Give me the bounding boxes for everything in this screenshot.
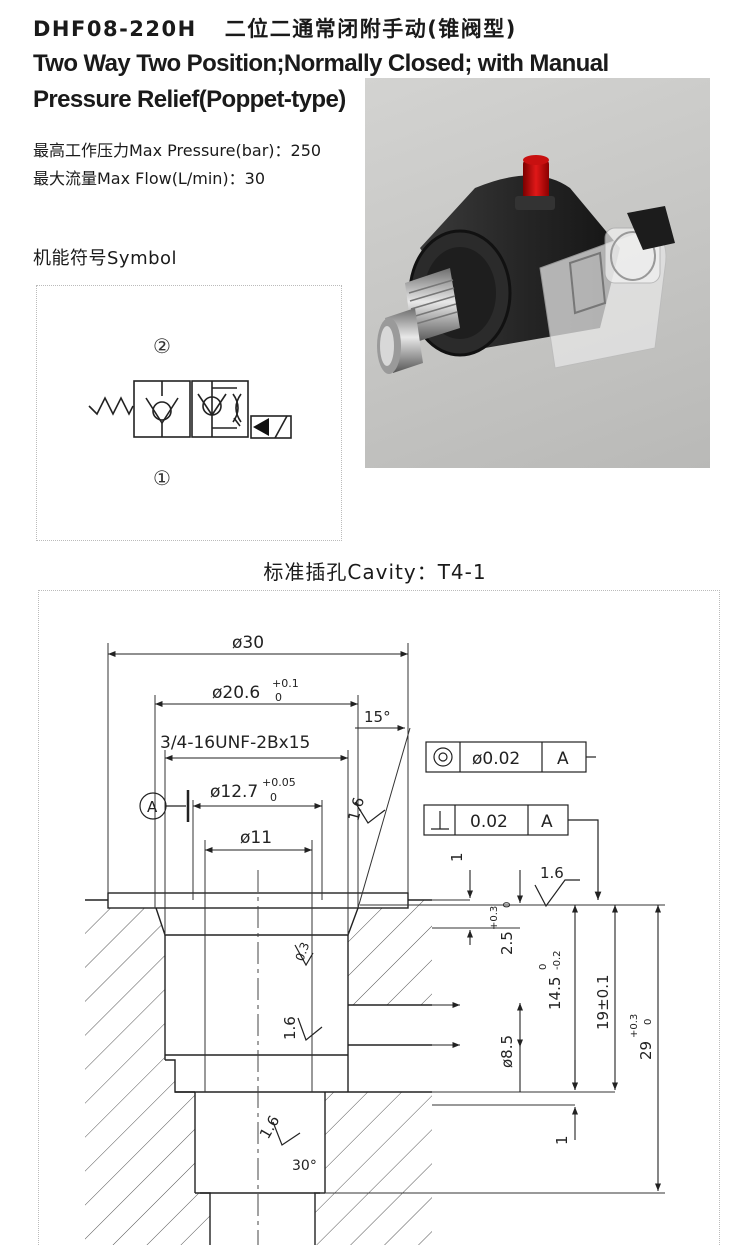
port-1-label: ①	[153, 466, 171, 490]
dim-2-5-up: +0.3	[489, 906, 500, 930]
radius-r03: 0.3	[293, 940, 313, 963]
dim-d20-tol-up: +0.1	[272, 677, 299, 690]
dim-angle-15: 15°	[364, 708, 391, 726]
symbol-box: ② ①	[36, 285, 342, 541]
en-title: Two Way Two Position;Normally Closed; wi…	[33, 50, 609, 113]
dim-d12-tol-lo: 0	[270, 791, 277, 804]
perpendicularity-value: 0.02	[470, 812, 508, 832]
dim-thread: 3/4-16UNF-2Bx15	[160, 733, 310, 753]
roughness-1: 1.6	[540, 864, 564, 882]
port-2-label: ②	[153, 334, 171, 358]
roughness-2: 1.6	[344, 795, 368, 823]
solenoid-arrow-icon	[253, 418, 269, 436]
symbol-label: 机能符号Symbol	[33, 248, 178, 269]
cavity-drawing-box	[38, 590, 720, 1245]
dim-29-up: +0.3	[629, 1014, 640, 1038]
dim-29-lo: 0	[643, 1019, 654, 1025]
dim-2-5-lo: 0	[502, 902, 513, 908]
perpendicularity-datum: A	[541, 812, 553, 832]
dim-14-5-up: 0	[538, 964, 549, 970]
spring-symbol	[88, 396, 134, 416]
dim-d11: ø11	[240, 828, 272, 848]
cavity-label: 标准插孔Cavity：T4-1	[263, 560, 487, 584]
symbol-diagram: ② ①	[88, 334, 292, 490]
dim-19: 19±0.1	[594, 974, 612, 1030]
hatched-section	[85, 900, 432, 1245]
dim-d12: ø12.7	[210, 782, 258, 802]
model-code: DHF08-220H	[33, 17, 197, 41]
concentricity-datum: A	[557, 749, 569, 769]
dim-29: 29	[637, 1041, 655, 1060]
dim-1-bottom: 1	[553, 1135, 571, 1145]
dim-2-5: 2.5	[498, 931, 516, 955]
dim-d20: ø20.6	[212, 683, 260, 703]
dim-14-5-lo: -0.2	[552, 950, 563, 970]
dim-d12-tol-up: +0.05	[262, 776, 296, 789]
roughness-3: 1.6	[281, 1016, 299, 1040]
dim-d20-tol-lo: 0	[275, 691, 282, 704]
datum-a-label: A	[147, 798, 158, 816]
spec-max-flow: 最大流量Max Flow(L/min)：30	[33, 169, 266, 188]
dim-d8-5: ø8.5	[498, 1035, 516, 1068]
dim-1-top: 1	[448, 852, 466, 862]
product-photo	[365, 78, 710, 468]
model-title: DHF08-220H 二位二通常闭附手动(锥阀型)	[33, 13, 517, 43]
spec-max-pressure: 最高工作压力Max Pressure(bar)：250	[33, 141, 322, 160]
cn-title: 二位二通常闭附手动(锥阀型)	[224, 17, 517, 41]
dim-14-5: 14.5	[546, 977, 564, 1010]
valve-illustration	[377, 155, 675, 374]
concentricity-value: ø0.02	[472, 749, 520, 769]
dim-d30: ø30	[232, 633, 264, 653]
dim-angle-30: 30°	[292, 1158, 317, 1174]
